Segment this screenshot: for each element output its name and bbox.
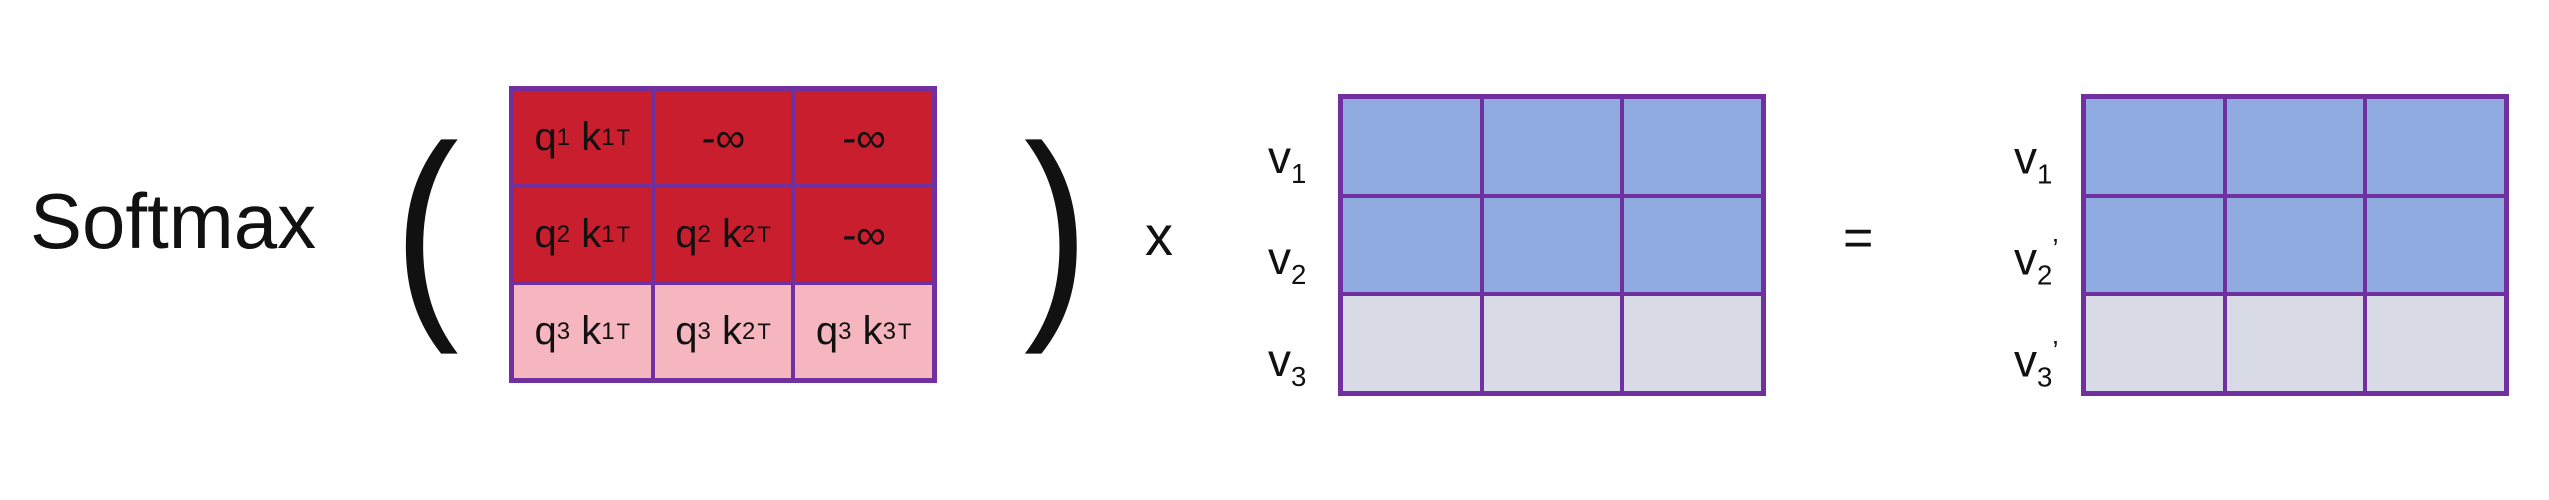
open-parenthesis: ( bbox=[393, 98, 459, 355]
value-cell bbox=[1622, 195, 1763, 295]
output-cell bbox=[2224, 294, 2366, 393]
output-cell bbox=[2084, 195, 2225, 295]
output-cell bbox=[2084, 294, 2225, 393]
multiply-sign: x bbox=[1145, 204, 1173, 267]
output-row-label-v3-prime: v3’ bbox=[2014, 334, 2059, 393]
output-row-label-v1: v1 bbox=[2014, 131, 2053, 190]
output-cell bbox=[2365, 195, 2506, 295]
output-cell bbox=[2365, 97, 2506, 196]
output-row-label-v2-prime: v2’ bbox=[2014, 232, 2059, 291]
value-cell bbox=[1341, 294, 1482, 393]
value-cell bbox=[1622, 294, 1763, 393]
value-cell bbox=[1481, 97, 1623, 196]
equals-sign: = bbox=[1843, 209, 1874, 267]
output-cell bbox=[2224, 97, 2366, 196]
output-cell bbox=[2365, 294, 2506, 393]
value-row-label-v1: v1 bbox=[1268, 131, 1307, 190]
value-matrix-input bbox=[1338, 94, 1766, 396]
attention-cell-masked: -∞ bbox=[652, 89, 794, 186]
value-cell bbox=[1341, 97, 1482, 196]
attention-cell-masked: -∞ bbox=[793, 186, 934, 283]
output-cell bbox=[2224, 195, 2366, 295]
value-cell bbox=[1622, 97, 1763, 196]
close-parenthesis: ) bbox=[1023, 98, 1089, 355]
attention-cell-masked: -∞ bbox=[793, 89, 934, 186]
value-matrix-output bbox=[2081, 94, 2509, 396]
softmax-label: Softmax bbox=[30, 177, 317, 265]
value-cell bbox=[1481, 294, 1623, 393]
value-cell bbox=[1481, 195, 1623, 295]
value-cell bbox=[1341, 195, 1482, 295]
value-row-label-v2: v2 bbox=[1268, 232, 1307, 291]
output-cell bbox=[2084, 97, 2225, 196]
value-row-label-v3: v3 bbox=[1268, 334, 1307, 393]
